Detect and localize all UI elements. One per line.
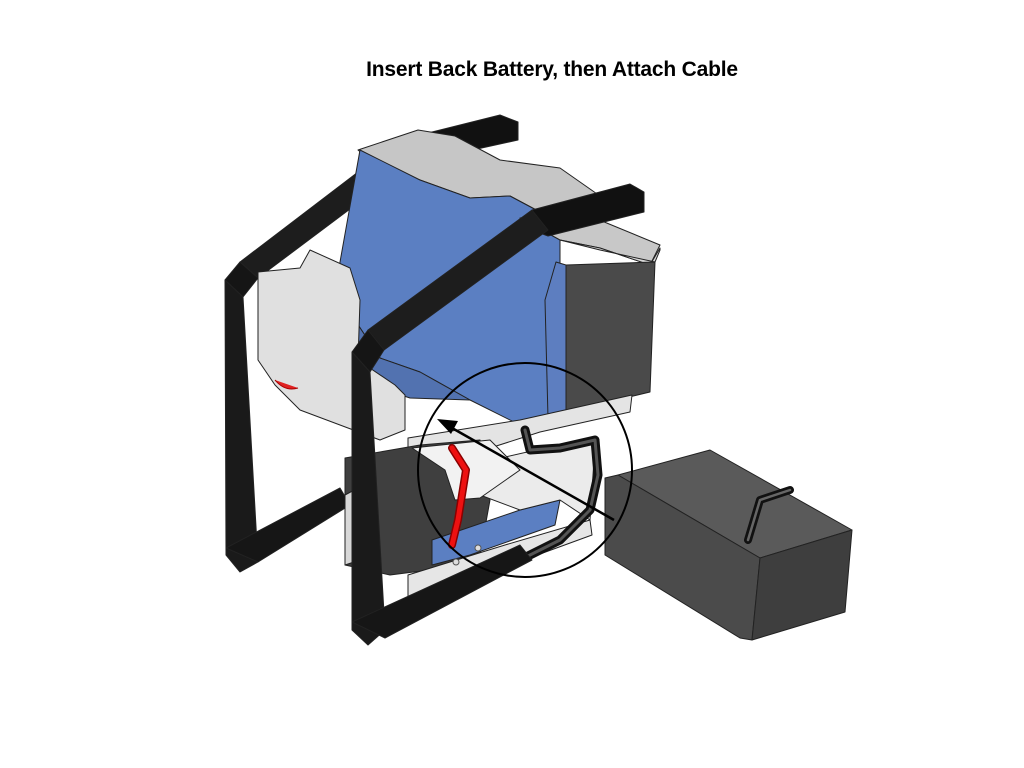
slide-title: Insert Back Battery, then Attach Cable [366,58,738,81]
loose-battery [604,449,853,641]
callout-circle [417,362,633,578]
back-battery-end [565,261,656,413]
front-frame [351,183,645,646]
insert-arrow [437,419,615,522]
